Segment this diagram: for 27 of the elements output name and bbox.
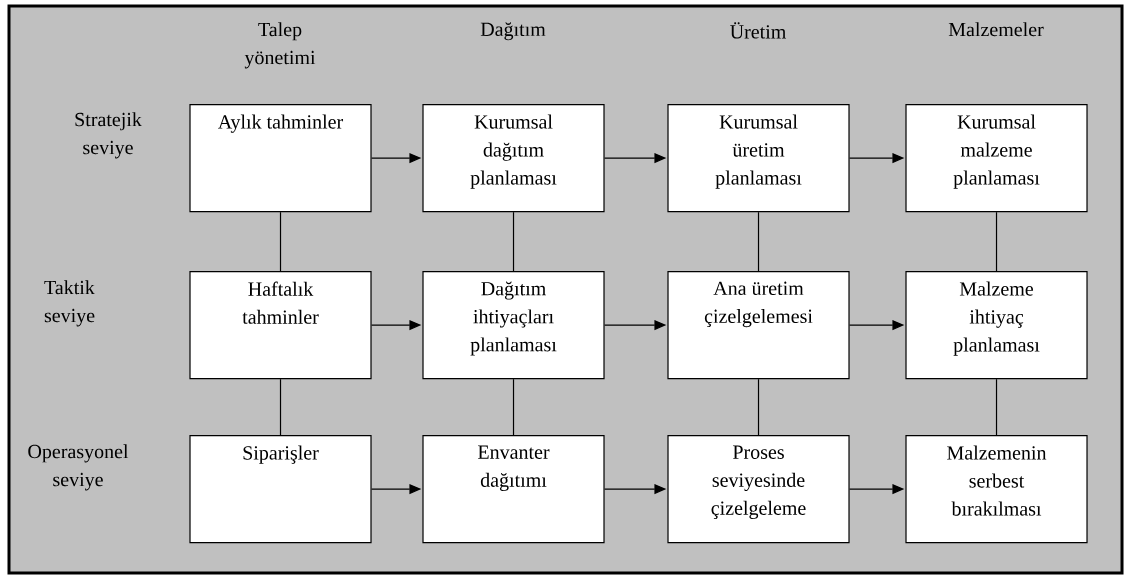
connector-line	[757, 378, 760, 436]
connector-line	[995, 211, 998, 272]
column-heading: Üretim	[730, 22, 787, 39]
connector-line	[757, 211, 760, 272]
row-heading: Operasyonel seviye	[28, 444, 129, 491]
process-box: Aylık tahminler	[189, 104, 372, 213]
process-box: Haftalık tahminler	[189, 271, 372, 380]
process-box: Kurumsal dağıtım planlaması	[422, 104, 605, 213]
connector-line	[995, 378, 998, 436]
connector-line	[512, 378, 515, 436]
process-box: Ana üretim çizelgelemesi	[667, 271, 850, 380]
column-heading: Talep yönetimi	[244, 22, 316, 69]
connector-line	[512, 211, 515, 272]
process-box: Malzemenin serbest bırakılması	[905, 435, 1088, 544]
process-box: Malzeme ihtiyaç planlaması	[905, 271, 1088, 380]
column-heading: Dağıtım	[480, 22, 546, 41]
connector-line	[279, 378, 282, 436]
process-box: Proses seviyesinde çizelgeleme	[667, 435, 850, 544]
process-box: Kurumsal malzeme planlaması	[905, 104, 1088, 213]
row-heading: Taktik seviye	[44, 280, 95, 327]
connector-line	[279, 211, 282, 272]
process-box: Envanter dağıtımı	[422, 435, 605, 544]
row-heading: Stratejik seviye	[75, 112, 142, 159]
process-box: Dağıtım ihtiyaçları planlaması	[422, 271, 605, 380]
process-box: Kurumsal üretim planlaması	[667, 104, 850, 213]
process-box: Siparişler	[189, 435, 372, 544]
column-heading: Malzemeler	[948, 22, 1044, 37]
